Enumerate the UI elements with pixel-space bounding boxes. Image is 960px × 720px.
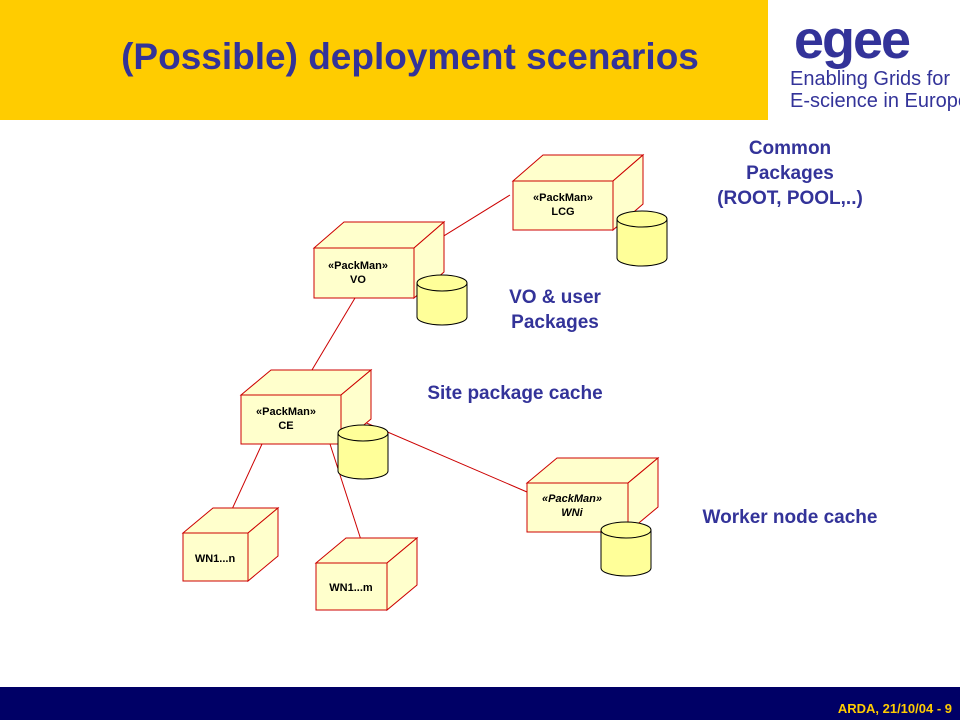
logo-wordmark: egee: [794, 10, 911, 70]
egee-logo: egee Enabling Grids for E-science in Eur…: [768, 0, 960, 120]
db-vo-user-packages: [416, 274, 468, 326]
node-ce-stereotype: «PackMan»: [256, 406, 316, 418]
caption-vo-line-1: VO & user: [509, 287, 601, 308]
caption-common-line-1: Common: [748, 138, 832, 159]
node-vo: «PackMan» VO: [312, 220, 446, 300]
node-wn1-n: WN1...n: [181, 506, 280, 583]
node-lcg-stereotype: «PackMan»: [533, 192, 593, 204]
node-vo-stereotype: «PackMan»: [328, 260, 388, 272]
caption-common-packages: Common Packages (ROOT, POOL,..): [690, 136, 890, 211]
caption-vo-user-packages: VO & user Packages: [480, 285, 630, 335]
db-common-packages: [616, 210, 668, 267]
node-wni-stereotype: «PackMan»: [542, 493, 602, 505]
logo-tagline-1: Enabling Grids for: [790, 68, 951, 90]
caption-worker-node-cache: Worker node cache: [702, 507, 878, 528]
caption-site-package-cache: Site package cache: [427, 383, 603, 404]
node-lcg: «PackMan» LCG: [511, 153, 645, 232]
caption-common-line-2: Packages: [746, 163, 834, 184]
node-wni-name: WNi: [561, 507, 583, 519]
footer-bar: ARDA, 21/10/04 - 9: [0, 687, 960, 720]
node-vo-name: VO: [350, 274, 366, 286]
caption-common-line-3: (ROOT, POOL,..): [717, 188, 863, 209]
node-ce: «PackMan» CE: [239, 368, 373, 446]
node-lcg-name: LCG: [551, 206, 574, 218]
node-wn1-n-name: WN1...n: [195, 553, 236, 565]
link-ce-wn1m: [329, 443, 363, 544]
header-band: [0, 0, 768, 120]
db-worker-node-cache: [600, 521, 652, 577]
slide-title: (Possible) deployment scenarios: [121, 36, 699, 77]
node-ce-name: CE: [278, 420, 293, 432]
caption-vo-line-2: Packages: [511, 312, 599, 333]
node-wni: «PackMan» WNi: [525, 456, 660, 534]
node-wn1-m-name: WN1...m: [329, 582, 373, 594]
link-ce-wn1n: [227, 443, 263, 519]
db-site-package-cache: [337, 424, 389, 480]
footer-text: ARDA, 21/10/04 - 9: [837, 701, 952, 716]
node-wn1-m: WN1...m: [314, 536, 419, 612]
logo-tagline-2: E-science in Europe: [790, 90, 960, 112]
